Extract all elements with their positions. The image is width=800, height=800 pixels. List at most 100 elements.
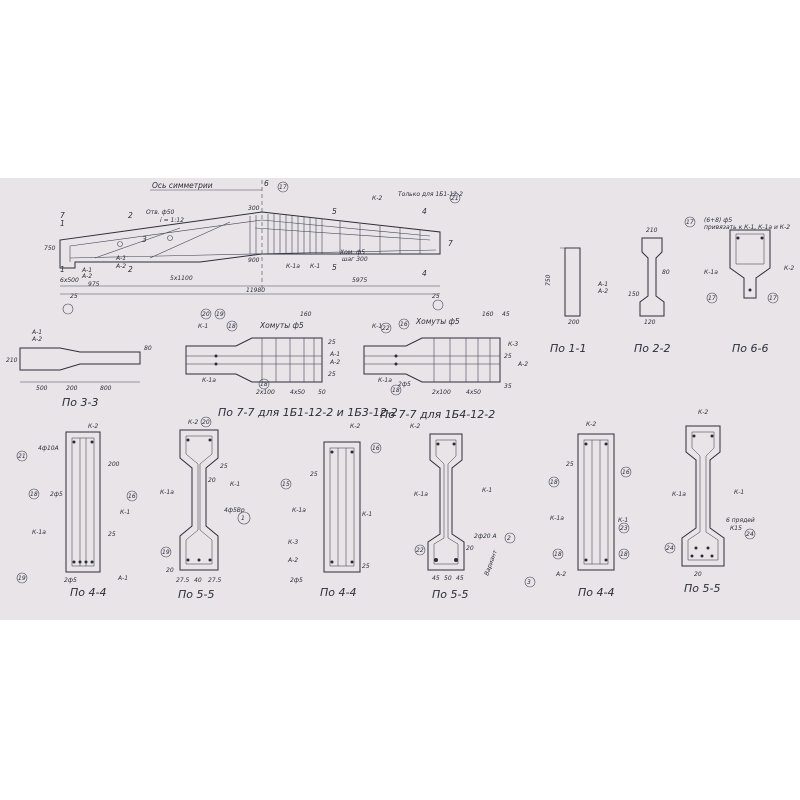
dim-label: 120 <box>644 319 656 326</box>
tag-label: 19 <box>162 549 170 556</box>
view-caption: По 4-4 <box>70 586 106 599</box>
section-3-3: А-1 А-2 210 500 200 800 80 По 3-3 <box>6 329 152 409</box>
section-outline <box>577 433 615 571</box>
mark-label: К-1а <box>672 491 686 498</box>
mark-label: К-2 <box>350 423 360 430</box>
section-outline <box>427 433 465 571</box>
mark-label: К-2 <box>188 419 198 426</box>
note-label: привязать к К-1, К-1а и К-2 <box>704 224 790 231</box>
mark-label: К-1а <box>286 263 300 270</box>
mark-label: К-1 <box>482 487 492 494</box>
view-caption: По 1-1 <box>550 342 586 355</box>
tag-label: 24 <box>746 531 754 538</box>
view-caption: По 5-5 <box>432 588 468 601</box>
dim-label: 2ф5 <box>398 381 411 388</box>
only-for-tag: 21 <box>451 195 459 202</box>
mark-label: К-1 <box>372 323 382 330</box>
note-label: 2ф5 <box>64 577 77 584</box>
cut-mark: 1 <box>60 265 65 274</box>
dim-label: 45 <box>432 575 440 582</box>
tag-label: 20 <box>202 311 210 318</box>
dim-label: 300 <box>248 205 260 212</box>
tag-label: 18 <box>554 551 562 558</box>
cut-mark: 7 <box>448 239 453 248</box>
tag-label: 17 <box>769 295 777 302</box>
dim-label: 11980 <box>246 287 265 294</box>
mark-label: А-2 <box>287 557 298 564</box>
note-label: 4ф5Вр <box>224 507 245 514</box>
mark-label: К-1а <box>202 377 216 384</box>
stirrup-label: Хомуты ф5 <box>259 321 304 330</box>
mark-label: К-2 <box>586 421 596 428</box>
dim-label: 210 <box>646 227 658 234</box>
dim-label: 800 <box>100 385 112 392</box>
tag-label: 18 <box>30 491 38 498</box>
tag-label: 1 <box>241 515 245 522</box>
section-outline <box>65 431 101 573</box>
plan-outline <box>363 337 501 383</box>
tag-label: 18 <box>620 551 628 558</box>
dim-label: 20 <box>166 567 174 574</box>
cut-mark: 5 <box>332 207 337 216</box>
cut-mark: 7 <box>60 211 65 220</box>
beam-outline <box>59 211 441 269</box>
diagonal-rebar <box>94 227 181 259</box>
cut-mark: 6 <box>264 179 269 188</box>
tag-label: 15 <box>282 481 290 488</box>
dim-label: 45 <box>456 575 464 582</box>
tag-label: 19 <box>216 311 224 318</box>
dim-label: 150 <box>628 291 640 298</box>
dim-label: 25 <box>220 463 228 470</box>
mark-label: А-2 <box>597 288 608 295</box>
dim-label: 27.5 <box>208 577 222 584</box>
dim-label: 200 <box>568 319 580 326</box>
tag-label: 16 <box>622 469 630 476</box>
stirrup-hatching <box>249 214 431 254</box>
mark-label: К-1 <box>618 517 628 524</box>
dim-label: 25 <box>70 293 78 300</box>
mark-label: К-2 <box>698 409 708 416</box>
tag-circle <box>449 192 461 204</box>
mark-label: А-1 <box>597 281 608 288</box>
note-label: 6 прядей <box>726 517 755 524</box>
note-label: 2ф20 А <box>474 533 497 540</box>
mark-label: А-1 <box>81 267 92 274</box>
note-label: 2ф5 <box>50 491 63 498</box>
hole <box>117 241 123 247</box>
dim-label: 6x500 <box>60 277 79 284</box>
mark-label: К-1 <box>362 511 372 518</box>
dim-label: 25 <box>362 563 370 570</box>
dim-label: 4x50 <box>290 389 305 396</box>
dim-label: 4x50 <box>466 389 481 396</box>
mark-label: К-2 <box>410 423 420 430</box>
mark-label: А-1 <box>117 575 128 582</box>
dim-label: 80 <box>144 345 152 352</box>
support-circle <box>432 299 444 311</box>
dim-label: 200 <box>108 461 120 468</box>
tag-label: 18 <box>392 387 400 394</box>
plan-outline <box>185 337 323 383</box>
mark-label: К-1 <box>734 489 744 496</box>
plan-7-7-a: Хомуты ф5 160 25 25 2x100 4x50 50 К-1 К-… <box>185 308 398 419</box>
note-label: Вариант <box>483 549 499 577</box>
mark-label: А-2 <box>31 336 42 343</box>
tag-label: 18 <box>550 479 558 486</box>
tag-label: 19 <box>18 575 26 582</box>
tag-label: 22 <box>416 547 424 554</box>
dim-label: 900 <box>248 257 260 264</box>
dim-label: 500 <box>36 385 48 392</box>
tag-circle <box>277 181 289 193</box>
stirrup-step: шаг 300 <box>342 256 368 263</box>
dim-label: 50 <box>444 575 452 582</box>
tag-label: 2 <box>507 535 511 542</box>
tag-label: 17 <box>279 184 287 191</box>
mark-label: К-1а <box>704 269 718 276</box>
dim-label: 5975 <box>352 277 367 284</box>
hole-label: Отв. ф50 <box>146 209 175 216</box>
section-outline <box>564 247 581 317</box>
cut-mark: 4 <box>422 207 427 216</box>
cut-mark: 2 <box>128 265 133 274</box>
beam-bottom-rebar <box>69 249 437 259</box>
tag-label: 16 <box>400 321 408 328</box>
stirrup-label: Хом. ф5 <box>339 249 365 256</box>
